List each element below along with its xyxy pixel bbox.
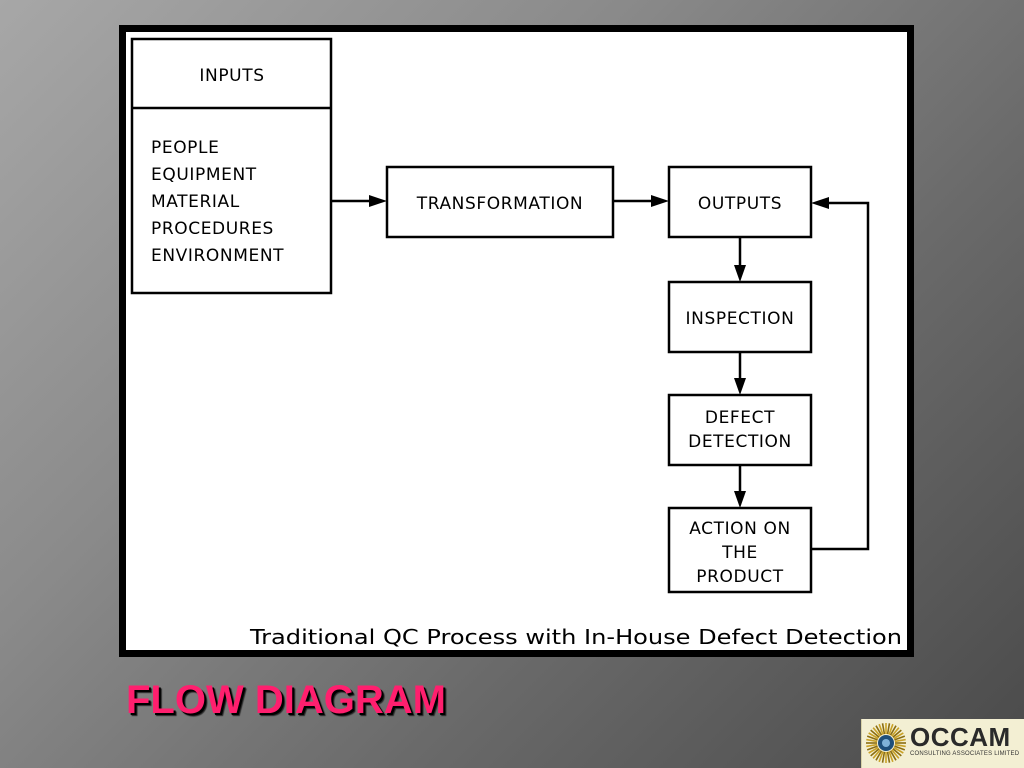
action-line-1: ACTION ON [689, 519, 791, 539]
action-line-3: PRODUCT [696, 567, 783, 587]
slide-title: FLOW DIAGRAM [126, 678, 446, 722]
flow-diagram: INPUTS PEOPLE EQUIPMENT MATERIAL PROCEDU… [126, 32, 907, 650]
outputs-label: OUTPUTS [698, 194, 782, 214]
feedback-loop-line [811, 201, 870, 551]
logo-wordmark: OCCAM [910, 722, 1011, 752]
arrowhead-action [734, 491, 746, 508]
inspection-box [667, 280, 813, 354]
input-item-people: PEOPLE [151, 138, 219, 158]
inspection-label: INSPECTION [686, 309, 795, 329]
input-item-environment: ENVIRONMENT [151, 246, 284, 266]
arrowhead-inspection [734, 265, 746, 282]
input-item-equipment: EQUIPMENT [151, 165, 257, 185]
inputs-box [130, 37, 333, 295]
logo-tagline: CONSULTING ASSOCIATES LIMITED [910, 751, 1020, 757]
defect-detection-line-2: DETECTION [688, 432, 792, 452]
outputs-box [667, 165, 813, 239]
arrowhead-transformation [369, 195, 387, 207]
occam-logo: OCCAM CONSULTING ASSOCIATES LIMITED [861, 719, 1024, 768]
figure-frame: INPUTS PEOPLE EQUIPMENT MATERIAL PROCEDU… [119, 25, 914, 657]
inputs-header: INPUTS [199, 66, 264, 86]
transformation-label: TRANSFORMATION [416, 194, 584, 214]
defect-detection-line-1: DEFECT [705, 408, 775, 428]
defect-detection-box [667, 393, 813, 467]
figure-caption: Traditional QC Process with In-House Def… [249, 625, 902, 649]
arrowhead-outputs [651, 195, 669, 207]
arrowhead-feedback [811, 197, 829, 209]
input-item-procedures: PROCEDURES [151, 219, 274, 239]
action-line-2: THE [721, 543, 758, 563]
sunburst-logo-icon [866, 723, 906, 763]
input-item-material: MATERIAL [151, 192, 240, 212]
arrowhead-defect [734, 378, 746, 395]
